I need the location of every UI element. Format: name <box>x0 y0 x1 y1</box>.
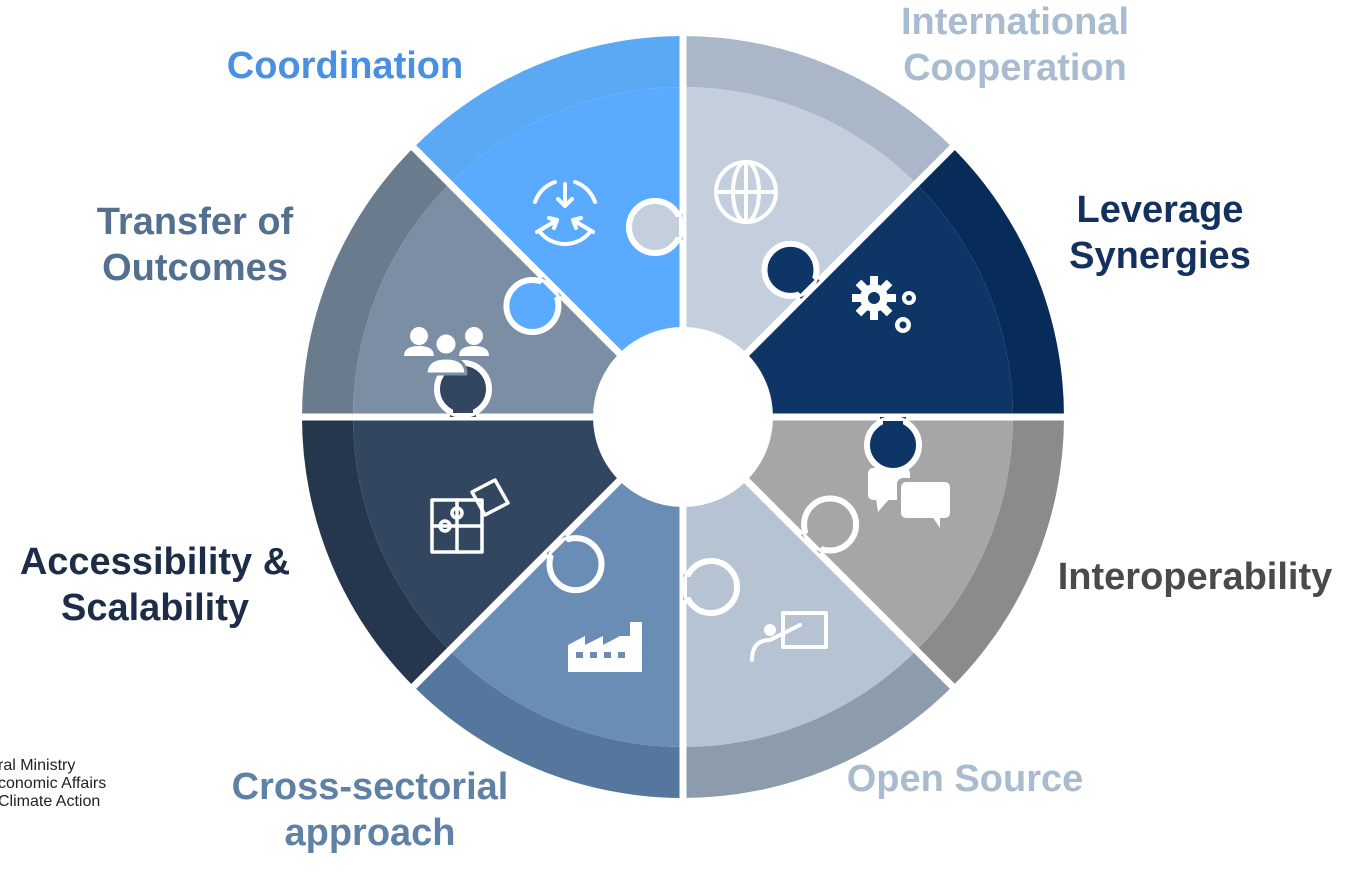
label-open-source: Open Source <box>847 757 1084 803</box>
segment-ring-accessibility <box>302 417 450 687</box>
label-coordination: Coordination <box>227 44 463 90</box>
chat-bubbles-icon <box>868 468 953 528</box>
segment-ring-transfer <box>302 147 450 417</box>
coordination-icon <box>533 180 597 246</box>
label-line: International <box>900 1 1130 43</box>
puzzle-knob-fill <box>806 517 838 549</box>
puzzle-knob-fill <box>783 262 815 294</box>
segment-ring-interoperability <box>916 417 1064 687</box>
label-accessibility: Accessibility &Scalability <box>20 540 290 631</box>
segment-ring-cross-sectorial <box>413 650 683 798</box>
label-line: Scalability <box>61 586 249 629</box>
label-line: Open Source <box>846 758 1084 800</box>
puzzle-icon <box>430 478 510 554</box>
segment-ring-leverage-synergies <box>916 147 1064 417</box>
label-line: Transfer of <box>96 201 294 243</box>
label-line: Interoperability <box>1057 556 1333 598</box>
label-line: Cooperation <box>903 46 1127 89</box>
label-line: Leverage <box>1076 189 1244 231</box>
factory-icon <box>568 622 642 672</box>
logo-line-3: Climate Action <box>0 793 101 810</box>
segment-leverage-synergies <box>683 183 1013 417</box>
label-line: Coordination <box>226 45 464 87</box>
label-line: Cross-sectorial <box>231 766 509 808</box>
globe-icon <box>714 160 778 224</box>
puzzle-knob-fill <box>551 540 583 572</box>
segment-open-source <box>683 417 917 747</box>
gears-icon <box>852 276 916 333</box>
label-line: Synergies <box>1069 234 1251 277</box>
segment-ring-open-source <box>683 650 953 798</box>
center-hub <box>593 327 773 507</box>
logo-line-2: conomic Affairs <box>0 775 107 792</box>
label-line: approach <box>284 811 456 854</box>
logo-line-1: ral Ministry <box>0 757 76 774</box>
segment-coordination <box>449 87 683 417</box>
puzzle-knob-fill <box>525 281 557 314</box>
ministry-logo-text: ral Ministry conomic Affairs Climate Act… <box>0 757 106 811</box>
segment-ring-international-cooperation <box>683 36 953 184</box>
people-icon <box>404 327 489 376</box>
presentation-icon <box>750 611 828 662</box>
label-interoperability: Interoperability <box>1058 555 1333 601</box>
label-line: Accessibility & <box>19 541 291 583</box>
segment-ring-coordination <box>413 36 683 184</box>
segment-accessibility <box>353 417 683 651</box>
label-line: Outcomes <box>102 246 288 289</box>
